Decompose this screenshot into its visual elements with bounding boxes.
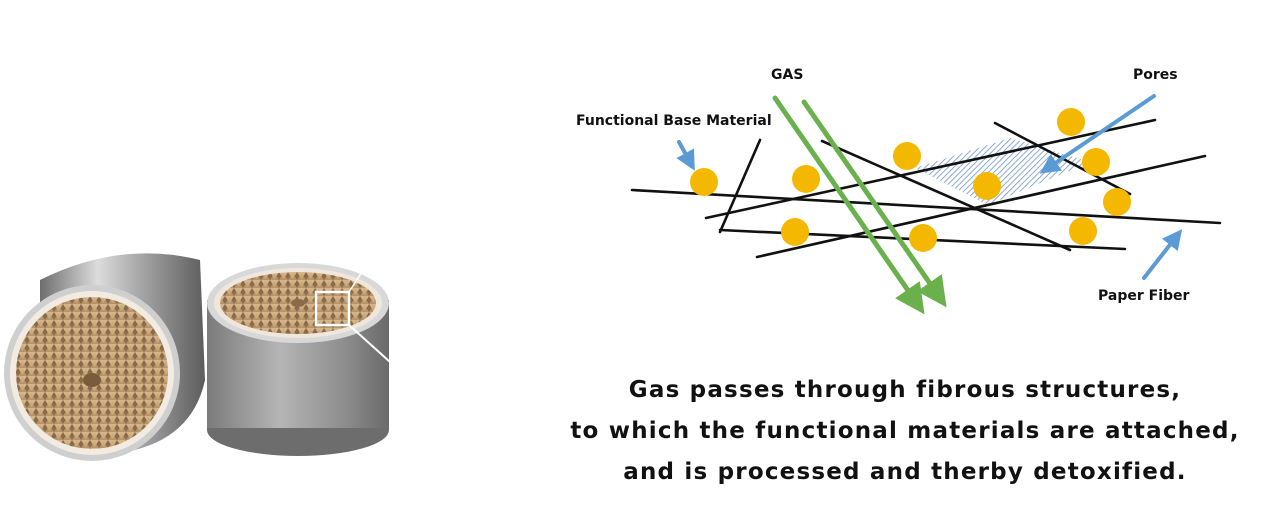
fiber-line: [630, 188, 1222, 225]
caption-line-3: and is processed and therby detoxified.: [623, 459, 1187, 485]
fiber-line: [755, 154, 1207, 259]
material-dots: [690, 108, 1131, 252]
functional-base-material-label: Functional Base Material: [576, 113, 772, 129]
caption: Gas passes through fibrous structures, t…: [560, 370, 1250, 493]
paper-fiber-label: Paper Fiber: [1098, 288, 1190, 304]
pointer-arrows: [676, 94, 1183, 280]
canister-photo: [4, 253, 391, 461]
pore-region: [915, 138, 1090, 205]
material-dot: [1082, 148, 1110, 176]
gas-arrow: [801, 99, 947, 308]
fiber-diagram: [630, 94, 1222, 315]
material-dot: [973, 172, 1001, 200]
caption-line-1: Gas passes through fibrous structures,: [628, 377, 1182, 403]
material-dot: [792, 165, 820, 193]
zoom-pointer-line: [348, 324, 391, 363]
zoom-square-icon: [314, 290, 351, 327]
material-pointer-arrow: [676, 140, 695, 171]
material-dot: [781, 218, 809, 246]
fiber-pointer-arrow: [1142, 229, 1183, 280]
gas-label: GAS: [771, 67, 804, 83]
material-dot: [893, 142, 921, 170]
material-dot: [1069, 217, 1097, 245]
pores-pointer-arrow: [1039, 94, 1156, 174]
material-dot: [690, 168, 718, 196]
gas-arrows: [772, 95, 947, 315]
fiber-line: [718, 138, 762, 234]
zoom-pointer-line-top: [348, 271, 363, 293]
pores-label: Pores: [1133, 67, 1178, 83]
gas-arrow: [772, 95, 925, 315]
material-dot: [909, 224, 937, 252]
fiber-line: [820, 139, 1072, 252]
canister-left: [4, 253, 205, 461]
material-dot: [1103, 188, 1131, 216]
canister-right: [207, 263, 389, 456]
material-dot: [1057, 108, 1085, 136]
fiber-line: [704, 118, 1157, 220]
caption-line-2: to which the functional materials are at…: [570, 418, 1240, 444]
